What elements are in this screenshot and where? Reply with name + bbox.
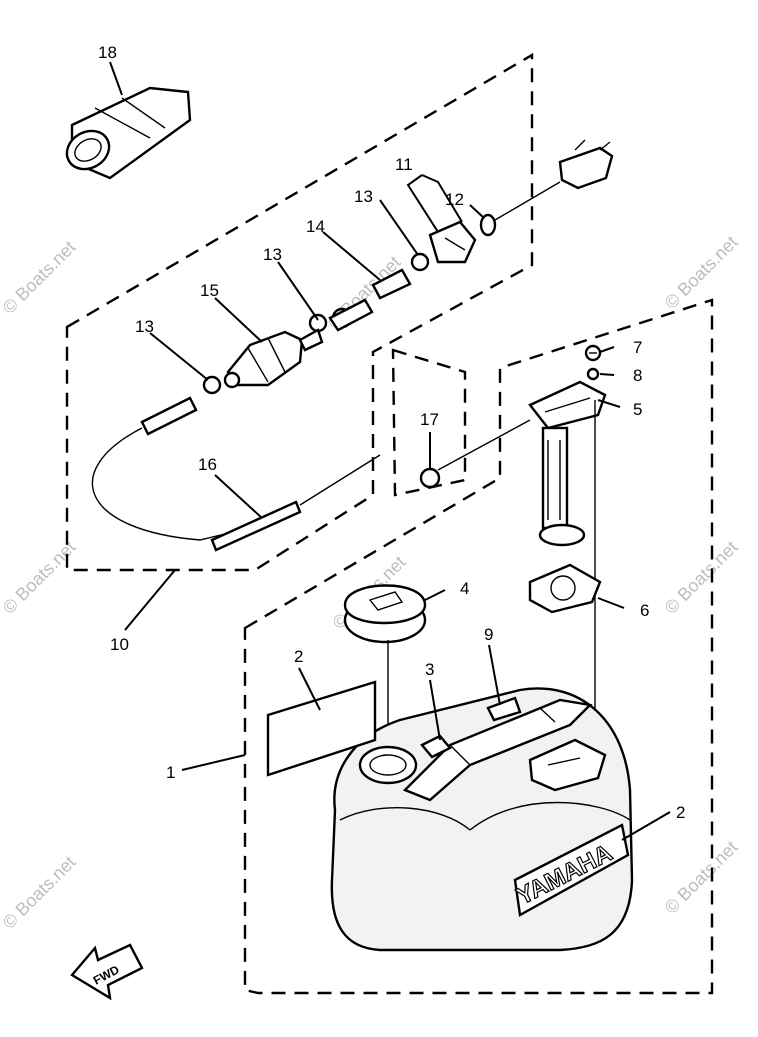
fuel-cap-part	[343, 584, 427, 760]
watermark: © Boats.net	[0, 852, 80, 933]
watermark: © Boats.net	[661, 232, 742, 313]
callout-13: 13	[135, 317, 154, 336]
callout-13: 13	[354, 187, 373, 206]
callout-10: 10	[110, 635, 129, 654]
callout-7: 7	[633, 338, 642, 357]
leader-lines	[109, 61, 671, 841]
screw-washer-parts	[584, 344, 602, 381]
watermark: © Boats.net	[661, 837, 742, 918]
callout-2: 2	[294, 647, 303, 666]
fuel-tank-part: YAMAHA	[266, 680, 634, 952]
callout-12: 12	[445, 190, 464, 209]
callout-4: 4	[460, 579, 469, 598]
gasket-part	[528, 563, 602, 614]
callout-labels: 18 11 12 13 14 13 15 13 16 17 7 8 5 6 4 …	[98, 43, 685, 822]
o-ring	[479, 213, 497, 237]
callout-14: 14	[306, 217, 325, 236]
callout-18: 18	[98, 43, 117, 62]
label-part-3	[420, 734, 452, 759]
inner-hose-boundary	[391, 348, 467, 497]
callout-13: 13	[263, 245, 282, 264]
callout-9: 9	[484, 625, 493, 644]
fuel-gauge-part	[528, 380, 607, 755]
callout-17: 17	[420, 410, 439, 429]
callout-16: 16	[198, 455, 217, 474]
watermark: © Boats.net	[661, 537, 742, 618]
tank-boundary	[243, 298, 714, 995]
callout-11: 11	[395, 155, 413, 174]
brand-plate	[513, 823, 630, 917]
fwd-arrow: FWD	[70, 943, 144, 1001]
nipple-part	[419, 419, 531, 489]
label-part-9	[486, 696, 522, 722]
callout-15: 15	[200, 281, 219, 300]
callout-1: 1	[166, 763, 175, 782]
callout-6: 6	[640, 601, 649, 620]
watermark: © Boats.net	[0, 237, 80, 318]
callout-5: 5	[633, 400, 642, 419]
watermark: © Boats.net	[0, 537, 80, 618]
hose-cover-part	[65, 86, 192, 180]
callout-8: 8	[633, 366, 642, 385]
hose-line-parts	[91, 268, 412, 552]
decal-part-2	[266, 680, 377, 777]
hose-assembly-boundary	[65, 52, 534, 572]
callout-2: 2	[676, 803, 685, 822]
callout-3: 3	[425, 660, 434, 679]
fuel-connector-part	[410, 139, 614, 272]
